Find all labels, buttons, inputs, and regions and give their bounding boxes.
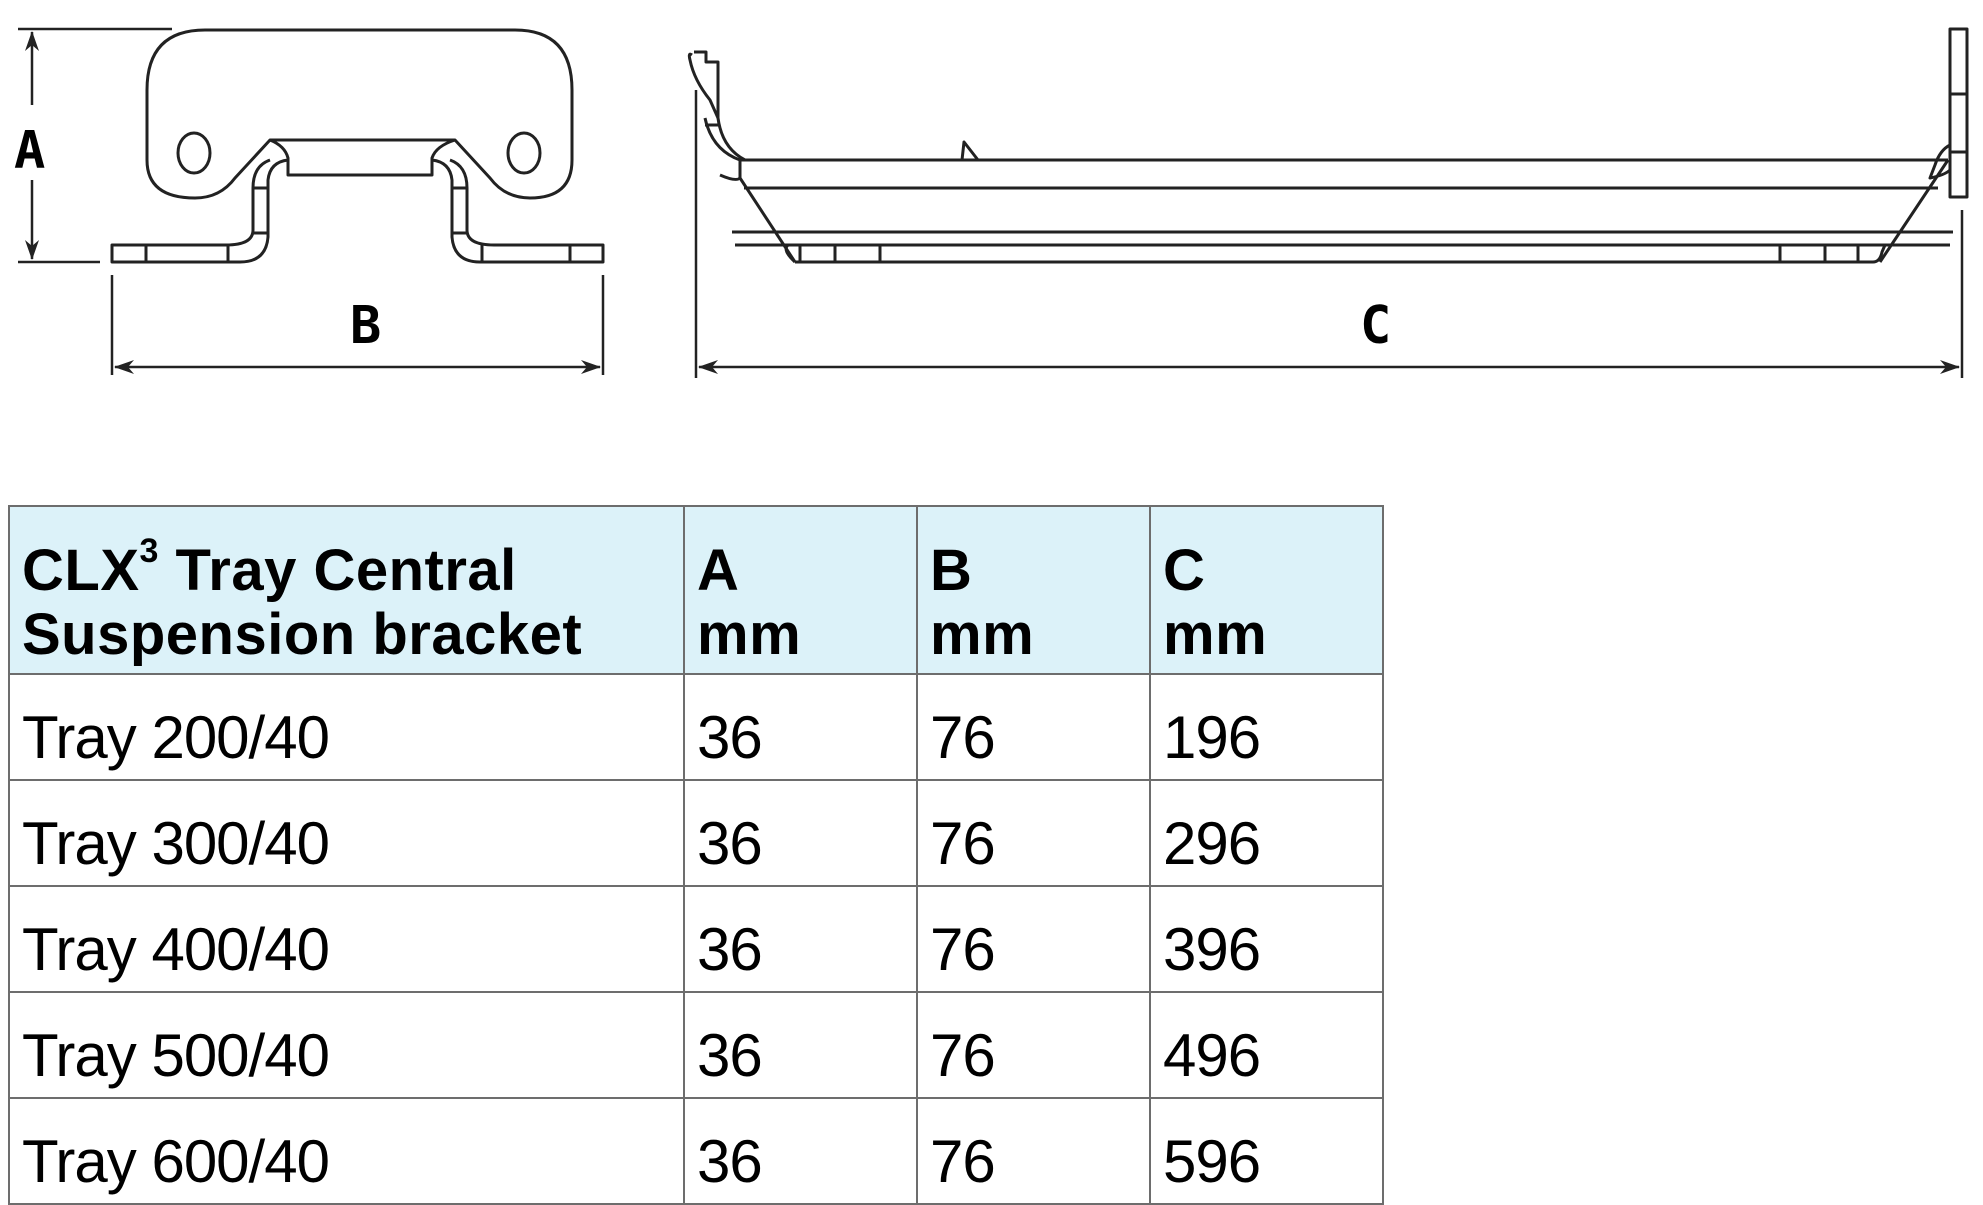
- cell-b: 76: [916, 885, 1151, 993]
- cell-a: 36: [683, 779, 918, 887]
- header-product-line2: Suspension bracket: [22, 602, 583, 667]
- cell-a: 36: [683, 885, 918, 993]
- dimension-c: [694, 90, 1964, 378]
- cell-c: 496: [1149, 991, 1384, 1099]
- cell-c: 596: [1149, 1097, 1384, 1205]
- cell-a: 36: [683, 1097, 918, 1205]
- tray-side-view: [687, 27, 1969, 264]
- cell-product: Tray 300/40: [8, 779, 685, 887]
- cell-c: 396: [1149, 885, 1384, 993]
- header-b-unit: mm: [930, 602, 1035, 667]
- cell-a: 36: [683, 991, 918, 1099]
- cell-product: Tray 500/40: [8, 991, 685, 1099]
- header-product: CLX3 Tray Central Suspension bracket: [8, 505, 685, 675]
- table-row: Tray 300/40 36 76 296: [8, 779, 1384, 887]
- cell-product: Tray 200/40: [8, 673, 685, 781]
- header-c-label: C: [1163, 538, 1206, 603]
- technical-drawing: A B: [14, 27, 1969, 378]
- table-row: Tray 600/40 36 76 596: [8, 1097, 1384, 1205]
- cell-product: Tray 600/40: [8, 1097, 685, 1205]
- table-row: Tray 400/40 36 76 396: [8, 885, 1384, 993]
- cell-b: 76: [916, 991, 1151, 1099]
- header-c-unit: mm: [1163, 602, 1268, 667]
- header-product-superscript: 3: [139, 532, 159, 570]
- cell-b: 76: [916, 1097, 1151, 1205]
- cell-product: Tray 400/40: [8, 885, 685, 993]
- cell-b: 76: [916, 779, 1151, 887]
- cell-c: 296: [1149, 779, 1384, 887]
- header-a-unit: mm: [697, 602, 802, 667]
- dimensions-table: CLX3 Tray Central Suspension bracket A m…: [8, 505, 1384, 1205]
- dimension-label-c: C: [1360, 296, 1391, 356]
- header-c: C mm: [1149, 505, 1384, 675]
- header-a: A mm: [683, 505, 918, 675]
- header-a-label: A: [697, 538, 740, 603]
- cell-a: 36: [683, 673, 918, 781]
- table-header-row: CLX3 Tray Central Suspension bracket A m…: [8, 505, 1384, 675]
- table-row: Tray 500/40 36 76 496: [8, 991, 1384, 1099]
- header-product-suffix: Tray Central: [158, 538, 517, 603]
- header-b-label: B: [930, 538, 973, 603]
- dimension-label-b: B: [350, 296, 381, 356]
- bracket-front-view: [110, 28, 605, 264]
- header-b: B mm: [916, 505, 1151, 675]
- dimension-a: [18, 27, 172, 264]
- dimension-label-a: A: [14, 121, 45, 181]
- header-product-prefix: CLX: [22, 538, 140, 603]
- dimension-b: [110, 275, 605, 375]
- cell-b: 76: [916, 673, 1151, 781]
- table-row: Tray 200/40 36 76 196: [8, 673, 1384, 781]
- cell-c: 196: [1149, 673, 1384, 781]
